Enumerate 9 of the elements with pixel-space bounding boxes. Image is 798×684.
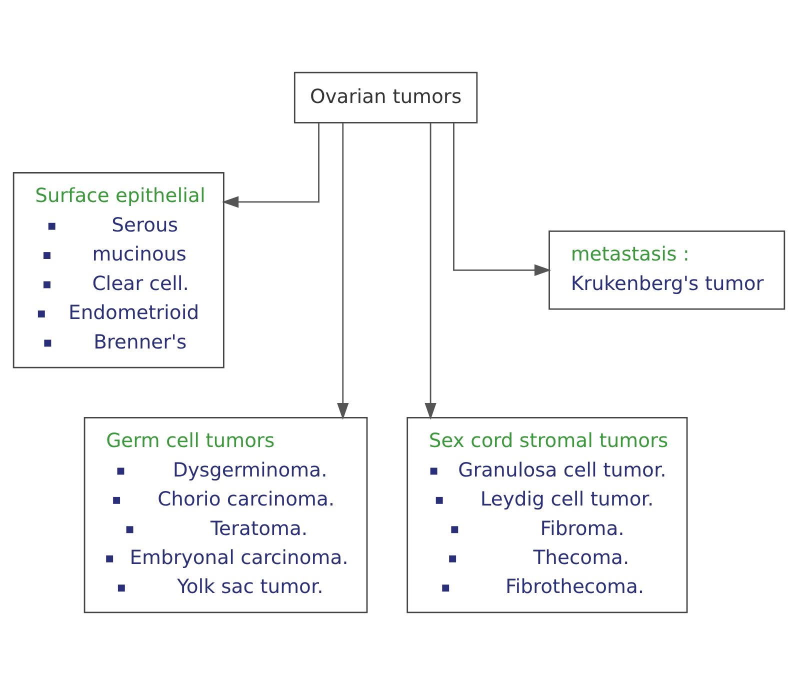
arrow xyxy=(222,122,320,208)
node-box: Surface epithelial Serous mucinous Clear cell. Endometrioid Brenner's xyxy=(12,172,224,368)
node-box: Germ cell tumors Dysgerminoma. Chorio carcinoma. Teratoma. Embryonal carcinoma. Yolk sac tumor. xyxy=(84,416,368,613)
node-box: metastasis : Krukenberg's tumor xyxy=(548,230,786,310)
arrow xyxy=(424,122,436,420)
arrow xyxy=(337,122,349,420)
node-box: Sex cord stromal tumors Granulosa cell tumor. Leydig cell tumor. Fibroma. Thecoma. Fibrothecoma. xyxy=(406,416,688,613)
arrow xyxy=(453,122,552,276)
node-box: Ovarian tumors xyxy=(294,71,478,123)
